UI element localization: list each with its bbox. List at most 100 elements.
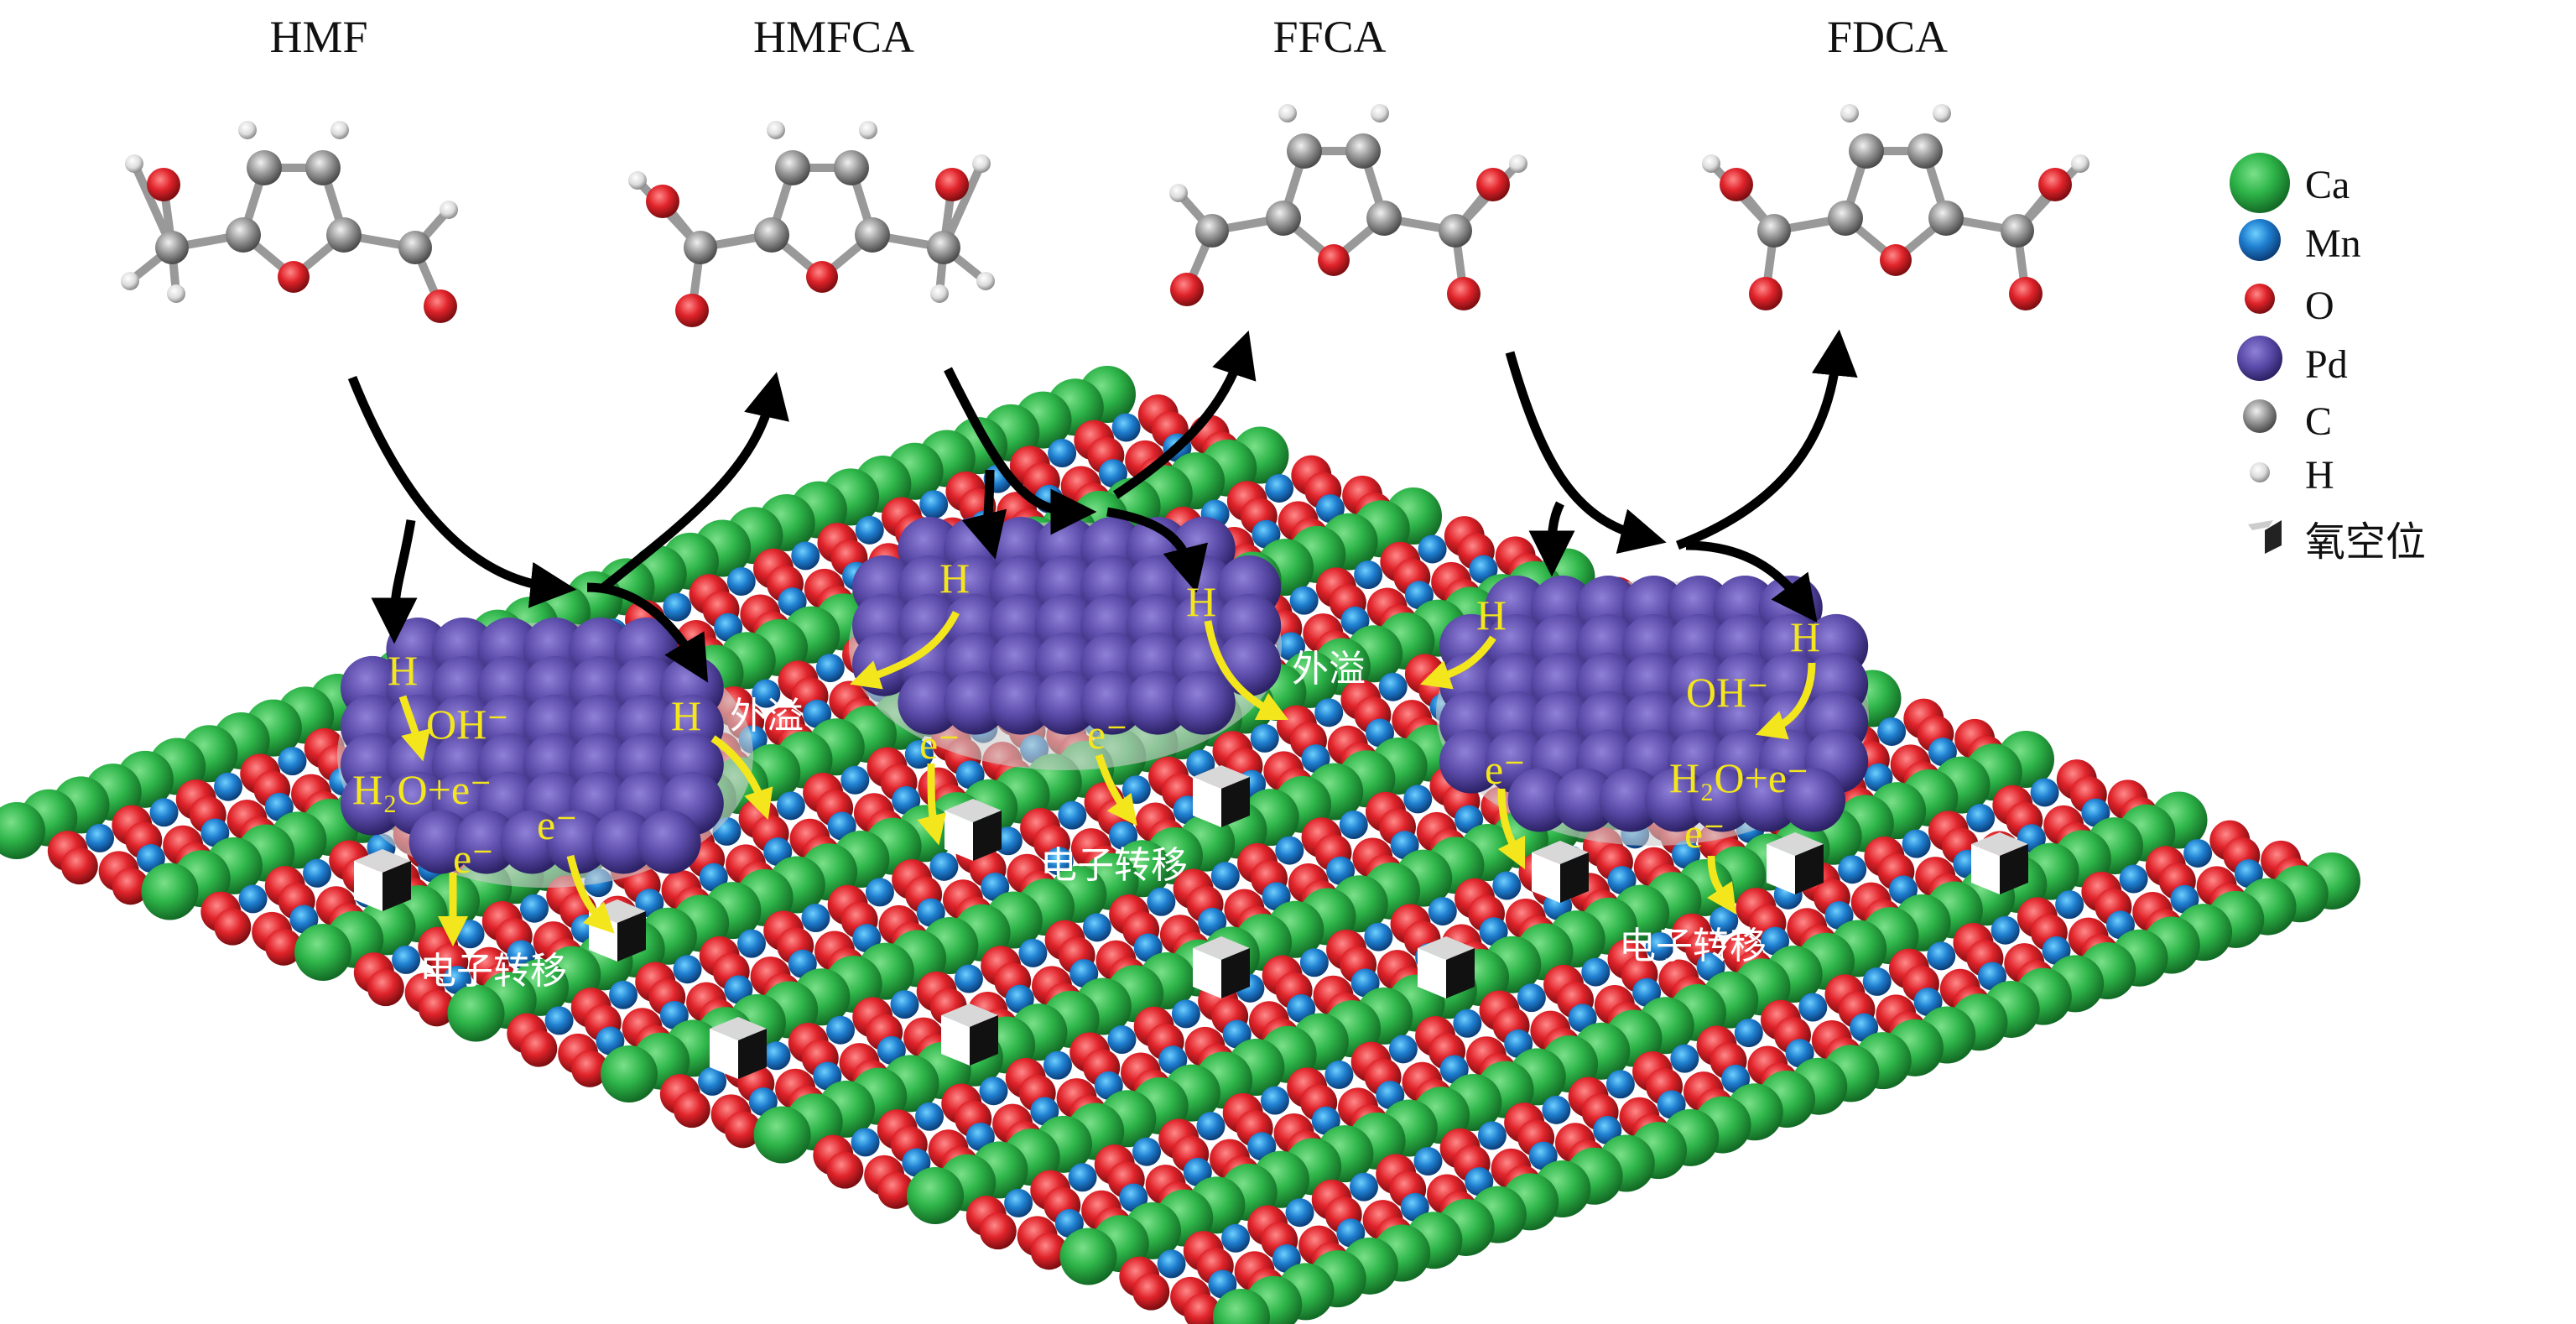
ca-atom [294,924,351,981]
mn-atom [1043,1050,1072,1080]
reaction-arrow [944,367,1097,535]
mn-atom [1354,560,1383,590]
c-atom [305,150,341,185]
mn-atom [1721,1064,1751,1093]
oxygen-vacancy-cube [941,1003,998,1066]
mn-atom [507,940,536,969]
mn-atom [892,785,921,815]
c-atom [1928,201,1964,236]
pd-atom [1782,768,1845,832]
mn-atom [238,884,268,914]
annotations-cluster-3: H H OH⁻ e⁻ H₂O+e⁻ e⁻ 电子转移 [1476,592,1820,967]
label-h: H [1476,592,1507,639]
label-electron: e⁻ [1684,810,1725,857]
o-atom [826,1151,864,1189]
hmf-molecule [121,121,458,323]
oxygen-vacancy-cube [945,799,1002,861]
c-atom [775,150,810,185]
pd-atom [1439,729,1503,794]
label-h: H [388,647,418,694]
mn-atom [1044,847,1074,876]
legend-mn: Mn [2305,222,2361,266]
pd-atom [500,810,565,874]
mn-atom [955,760,985,790]
mn-atom [2105,910,2135,940]
o-atom [724,1111,762,1149]
mn-atom [726,566,756,596]
label-h: H [1790,613,1820,660]
mn-atom [1301,744,1330,774]
mn-atom [392,945,421,974]
pd-atom [1171,670,1236,735]
label-electron: e⁻ [1087,711,1128,758]
mn-atom [1252,519,1281,549]
mn-atom [752,679,781,708]
mn-atom [1326,856,1356,885]
oxygen-vacancy-cube [1193,936,1250,998]
c-atom [1828,201,1863,236]
oxygen-vacancy-cube [589,899,646,962]
mn-atom [1349,1172,1378,1202]
o-atom [935,168,969,201]
o-atom [1476,168,1510,201]
pd-atom [591,810,656,874]
mn-atom [1761,926,1790,956]
yellow-arrow [398,695,431,762]
label-h: H [939,555,970,602]
mn-atom [826,1015,856,1045]
c-atom [326,217,362,253]
o-atom [979,1212,1017,1250]
mn-atom [1670,1044,1699,1073]
c-atom [855,217,890,253]
c-atom [927,231,960,264]
mn-atom [1607,866,1637,895]
mn-atom [1315,494,1345,524]
oxygen-vacancy-icon [2248,520,2282,554]
ca-atom [907,1167,964,1224]
mn-atom [1455,805,1484,834]
c-atom [2001,214,2034,248]
mn-atom [1376,1081,1405,1110]
mn-atom [1119,1183,1148,1212]
c-atom-icon [2243,399,2277,433]
mn-atom [1265,473,1294,503]
mn-atom [1005,984,1034,1014]
ffca-molecule [1169,104,1527,310]
mn-atom [803,699,832,728]
mn-atom [714,612,743,642]
pd-atom [341,771,404,836]
hmfca-molecule [628,121,995,327]
yellow-arrow [917,763,947,846]
h-atom [1933,104,1951,122]
electron-transfer-arrows [398,610,1816,946]
oxygen-vacancy-cube [354,849,411,911]
mn-atom [1107,1025,1137,1055]
mn-atom [1864,763,1893,792]
mn-atom [1850,1013,1879,1042]
h-atom [2071,154,2089,173]
mn-atom [1277,632,1306,661]
pd-atom [1553,768,1617,832]
mn-atom [1287,994,1316,1024]
mn-atom [303,858,332,888]
mn-atom [1183,1157,1212,1186]
yellow-arrow [849,610,960,690]
mn-atom [1157,1249,1186,1279]
mn-atom [904,740,934,769]
mn-atom [1336,1218,1366,1248]
ca-atom [1059,1228,1117,1285]
mn-atom [1504,1029,1533,1058]
mn-atom [1275,836,1304,865]
mn-atom [1324,1060,1354,1089]
legend-o: O [2305,284,2334,328]
mn-atom [1004,1188,1033,1217]
yellow-arrow [1707,855,1736,915]
mn-atom [1364,922,1393,951]
mn-atom [1838,855,1867,884]
mn-atom [1339,810,1368,839]
o-atom [1318,244,1350,276]
mn-atom [1030,1097,1059,1126]
mn-atom [1404,581,1434,610]
mn-atom [1378,672,1408,701]
